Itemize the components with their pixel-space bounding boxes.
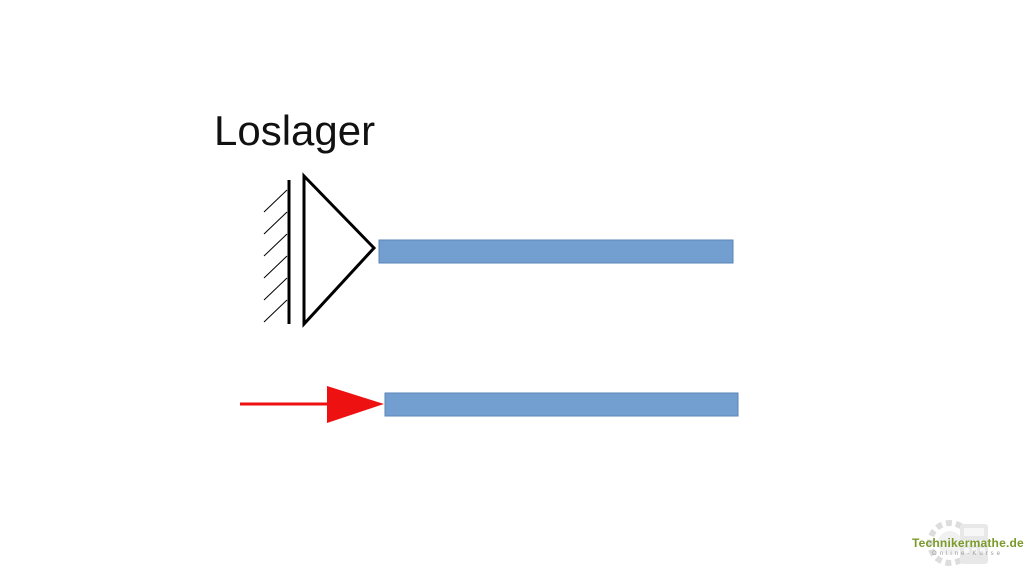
beam-supported <box>378 239 734 264</box>
bearing-triangle <box>302 172 377 328</box>
gear-calculator-icon <box>927 520 988 566</box>
diagram-title: Loslager <box>214 107 376 154</box>
floating-bearing-symbol-icon <box>263 172 377 328</box>
force-arrow-icon <box>240 386 384 423</box>
logo-name: Technikermathe.de <box>912 536 1024 550</box>
ground-hatching <box>263 189 288 323</box>
logo-tagline: Online-Kurse <box>932 551 1004 557</box>
site-logo: Technikermathe.de Online-Kurse <box>906 518 1024 572</box>
beam-loaded <box>384 392 739 417</box>
